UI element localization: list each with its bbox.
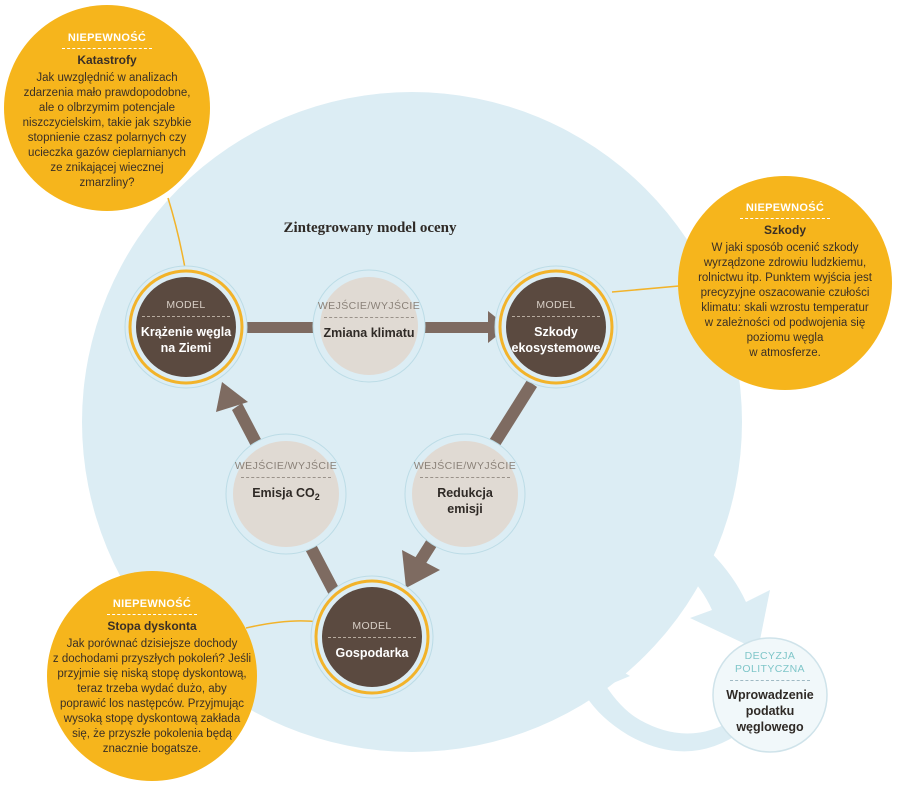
integrated-model-background xyxy=(82,92,742,752)
divider xyxy=(62,48,152,49)
node-carbon-cycle: MODEL Krążenie węgla na Ziemi xyxy=(136,299,236,356)
name-line: Krążenie węgla xyxy=(140,325,232,339)
uncertainty-catastrophes: NIEPEWNOŚĆ Katastrofy Jak uwzględnić w a… xyxy=(12,32,202,191)
uncertainty-discount-rate-circle xyxy=(47,571,257,781)
text-line: ze znikającej wiecznej xyxy=(50,162,164,174)
policy-decision-name: Wprowadzenie podatku węglowego xyxy=(718,687,822,735)
text-line: rolnictwu itp. Punktem wyjścia jest xyxy=(698,272,872,284)
node-climate-change-category: WEJŚCIE/WYJŚCIE xyxy=(317,300,421,312)
text-line: wyrządzone zdrowiu ludzkiemu, xyxy=(703,257,867,269)
text-line: zmarzliny? xyxy=(79,177,135,189)
divider xyxy=(328,637,416,638)
node-economy: MODEL Gospodarka xyxy=(322,620,422,661)
divider xyxy=(142,316,230,317)
name-text: Emisja CO xyxy=(252,486,315,500)
connector-catastrophes xyxy=(167,197,186,269)
divider xyxy=(740,218,830,219)
policy-decision: DECYZJA POLITYCZNA Wprowadzenie podatku … xyxy=(718,650,822,735)
node-emission-reduction-name: Redukcja emisji xyxy=(410,485,520,517)
text-line: W jaki sposób ocenić szkody xyxy=(711,242,859,254)
feedback-arrow-out xyxy=(612,500,770,650)
node-climate-change: WEJŚCIE/WYJŚCIE Zmiana klimatu xyxy=(314,300,424,341)
node-co2-emission-category: WEJŚCIE/WYJŚCIE xyxy=(234,460,338,472)
policy-decision-category: DECYZJA POLITYCZNA xyxy=(718,650,822,676)
ecosystem-damage-circle xyxy=(506,277,606,377)
text-line: się, że przyszłe pokolenia będą xyxy=(72,728,232,740)
node-economy-category: MODEL xyxy=(352,620,392,632)
category-line: POLITYCZNA xyxy=(735,663,805,675)
uncertainty-discount-rate: NIEPEWNOŚĆ Stopa dyskonta Jak porównać d… xyxy=(52,598,252,757)
uncertainty-discount-rate-text: Jak porównać dzisiejsze dochody z dochod… xyxy=(52,637,252,757)
name-line: podatku xyxy=(745,704,795,718)
text-line: niszczycielskim, takie jak szybkie xyxy=(22,117,192,129)
divider xyxy=(107,614,197,615)
arrow-head-damage-to-economy xyxy=(402,550,440,588)
node-emission-reduction: WEJŚCIE/WYJŚCIE Redukcja emisji xyxy=(410,460,520,517)
text-line: Jak porównać dzisiejsze dochody xyxy=(66,638,238,650)
node-ecosystem-damage: MODEL Szkody ekosystemowe xyxy=(506,299,606,356)
uncertainty-damages: NIEPEWNOŚĆ Szkody W jaki sposób ocenić s… xyxy=(683,202,887,361)
node-co2-emission-name: Emisja CO2 xyxy=(231,485,341,505)
name-subscript: 2 xyxy=(314,492,320,502)
uncertainty-damages-circle xyxy=(678,176,892,390)
text-line: stopnienie czasz polarnych czy xyxy=(27,132,187,144)
climate-change-circle xyxy=(320,277,418,375)
text-line: zdarzenia mało prawdopodobne, xyxy=(23,87,191,99)
text-line: przyjmie się niską stopę dyskontową, xyxy=(57,668,247,680)
uncertainty-catastrophes-text: Jak uwzględnić w analizach zdarzenia mał… xyxy=(12,71,202,191)
node-carbon-cycle-category: MODEL xyxy=(166,299,206,311)
carbon-cycle-circle xyxy=(136,277,236,377)
divider xyxy=(512,316,600,317)
co2-emission-circle xyxy=(233,441,339,547)
divider xyxy=(241,477,331,478)
uncertainty-catastrophes-title: Katastrofy xyxy=(77,53,137,67)
connector-damages xyxy=(611,284,691,293)
divider xyxy=(730,680,810,681)
text-line: klimatu: skali wzrostu temperatur xyxy=(701,302,869,314)
text-line: teraz trzeba wydać dużo, aby xyxy=(77,683,227,695)
node-economy-name: Gospodarka xyxy=(335,646,409,660)
text-line: Jak uwzględnić w analizach xyxy=(36,72,178,84)
name-line: ekosystemowe xyxy=(511,341,601,355)
name-line: węglowego xyxy=(736,720,804,734)
text-line: ucieczka gazów cieplarnianych xyxy=(28,147,186,159)
text-line: w zależności od podwojenia się xyxy=(704,317,866,329)
divider xyxy=(324,317,414,318)
uncertainty-catastrophes-circle xyxy=(4,5,210,211)
text-line: poziomu węgla xyxy=(746,332,824,344)
uncertainty-damages-text: W jaki sposób ocenić szkody wyrządzone z… xyxy=(683,241,887,361)
feedback-arrow-back xyxy=(556,640,744,752)
uncertainty-discount-rate-title: Stopa dyskonta xyxy=(107,619,197,633)
name-line: Wprowadzenie xyxy=(726,688,814,702)
emission-reduction-circle xyxy=(412,441,518,547)
policy-decision-circle xyxy=(712,637,828,753)
node-climate-change-name: Zmiana klimatu xyxy=(323,326,415,340)
node-ecosystem-damage-category: MODEL xyxy=(536,299,576,311)
uncertainty-discount-rate-category: NIEPEWNOŚĆ xyxy=(112,598,192,610)
node-ecosystem-damage-name: Szkody ekosystemowe xyxy=(506,324,606,356)
uncertainty-damages-category: NIEPEWNOŚĆ xyxy=(745,202,825,214)
name-line: na Ziemi xyxy=(160,341,212,355)
category-line: DECYZJA xyxy=(744,650,796,662)
arrow-head-economy-to-carbon xyxy=(216,382,248,412)
uncertainty-catastrophes-category: NIEPEWNOŚĆ xyxy=(67,32,147,44)
uncertainty-damages-title: Szkody xyxy=(763,223,806,237)
node-co2-emission: WEJŚCIE/WYJŚCIE Emisja CO2 xyxy=(231,460,341,505)
text-line: wysoką stopę dyskontową zakłada xyxy=(63,713,241,725)
text-line: w atmosferze. xyxy=(749,347,821,359)
node-carbon-cycle-name: Krążenie węgla na Ziemi xyxy=(136,324,236,356)
text-line: z dochodami przyszłych pokoleń? Jeśli xyxy=(52,653,252,665)
text-line: poprawić los następców. Przyjmując xyxy=(59,698,245,710)
diagram-title: Zintegrowany model oceny xyxy=(283,220,457,236)
name-line: emisji xyxy=(447,502,483,516)
text-line: znacznie bogatsze. xyxy=(102,743,202,755)
name-line: Szkody xyxy=(534,325,578,339)
name-line: Redukcja xyxy=(437,486,493,500)
node-emission-reduction-category: WEJŚCIE/WYJŚCIE xyxy=(413,460,517,472)
divider xyxy=(420,477,510,478)
text-line: precyzyjne oszacowanie czułości xyxy=(700,287,870,299)
text-line: ale o olbrzymim potencjale xyxy=(38,102,176,114)
